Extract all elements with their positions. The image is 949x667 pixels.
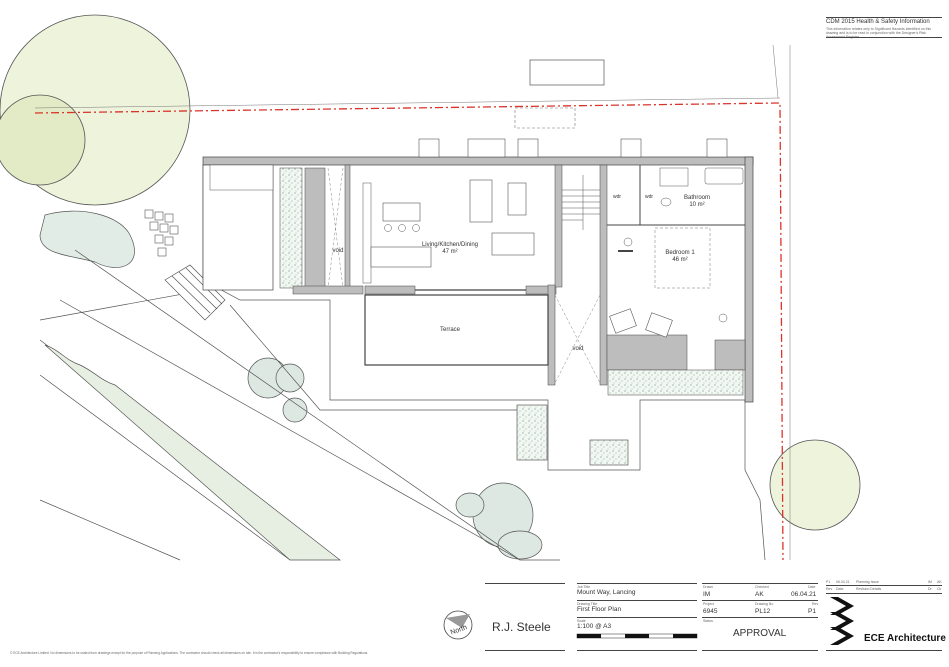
cdm-title: CDM 2015 Health & Safety Information xyxy=(826,19,930,25)
divider xyxy=(826,37,942,38)
revision-row-by: IM xyxy=(928,580,932,584)
terrace-label: Terrace xyxy=(440,327,461,333)
shrubs xyxy=(247,357,543,560)
project-number: 6945 xyxy=(703,608,718,615)
scale-caption: Scale xyxy=(577,619,586,623)
room-area-living: 47 m² xyxy=(442,249,457,255)
drawing-no-caption: Drawing No xyxy=(755,602,774,606)
status-value: APPROVAL xyxy=(733,628,787,639)
divider xyxy=(702,583,818,584)
divider xyxy=(826,650,942,651)
void-label-left: void xyxy=(332,248,343,254)
tree-right xyxy=(769,439,861,531)
divider xyxy=(702,600,818,601)
tree-large xyxy=(0,14,191,206)
rooflight-above xyxy=(529,59,605,86)
revision-header-rev: Rev xyxy=(826,587,833,591)
revision-row-details: Planning Issue xyxy=(856,580,879,584)
ground-outline xyxy=(202,165,766,561)
divider xyxy=(577,650,697,651)
drawing-title-caption: Drawing Title xyxy=(577,602,598,606)
client-name: R.J. Steele xyxy=(492,620,551,634)
revision-caption: Rev xyxy=(812,602,819,606)
room-area-bathroom: 10 m² xyxy=(689,202,704,208)
checked-by: AK xyxy=(755,591,764,598)
revision-header-date: Date xyxy=(836,587,844,591)
wardrobe-label: wdr xyxy=(645,194,653,200)
project-caption: Project xyxy=(703,602,714,606)
job-title-caption: Job Title xyxy=(577,585,591,589)
building xyxy=(202,138,754,466)
void-label-center: void xyxy=(572,346,583,352)
divider xyxy=(485,583,565,584)
divider xyxy=(826,593,942,594)
revision: P1 xyxy=(808,608,816,615)
revision-header-chk: Ck xyxy=(937,587,942,591)
drawing-number: PL12 xyxy=(755,608,771,615)
status-caption: Status xyxy=(703,619,713,623)
divider xyxy=(826,17,942,18)
divider xyxy=(485,650,565,651)
divider xyxy=(702,617,818,618)
revision-row-chk: AK xyxy=(937,580,942,584)
north-arrow: North xyxy=(443,610,473,640)
job-title: Mount Way, Lancing xyxy=(577,589,636,596)
ece-logo xyxy=(830,597,854,645)
date-caption: Date xyxy=(808,585,816,589)
drawing-title: First Floor Plan xyxy=(577,606,622,613)
divider xyxy=(577,600,697,601)
scale-value: 1:100 @ A3 xyxy=(577,623,612,630)
firm-name: ECE Architecture xyxy=(864,633,946,644)
drawn-by: IM xyxy=(703,591,711,598)
room-label-bedroom: Bedroom 1 xyxy=(665,250,695,256)
room-area-bedroom: 46 m² xyxy=(672,257,687,263)
revision-header-details: Revision Details xyxy=(856,587,882,591)
divider xyxy=(577,617,697,618)
pond xyxy=(39,210,135,268)
garden-strip xyxy=(39,249,560,561)
stepping-stones xyxy=(144,209,179,257)
checked-caption: Checked xyxy=(755,585,769,589)
divider xyxy=(577,583,697,584)
scale-bar xyxy=(576,633,698,639)
revision-header-by: Dr xyxy=(928,587,932,591)
divider xyxy=(826,585,942,586)
divider xyxy=(702,650,818,651)
revision-row-rev: P1 xyxy=(826,580,831,584)
copyright-note: © ECE Architecture Limited. No dimension… xyxy=(10,651,369,655)
wardrobe-label: wdr xyxy=(613,194,621,200)
drawing-date: 06.04.21 xyxy=(791,591,817,598)
room-label-bathroom: Bathroom xyxy=(684,195,710,201)
revision-row-date: 06.04.21 xyxy=(836,580,850,584)
room-label-living: Living/Kitchen/Dining xyxy=(422,242,478,248)
drawn-caption: Drawn xyxy=(703,585,714,589)
